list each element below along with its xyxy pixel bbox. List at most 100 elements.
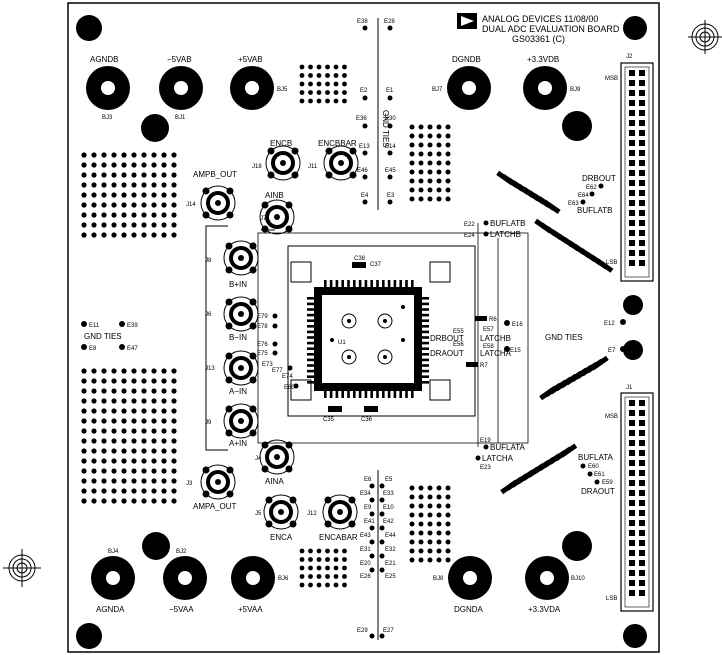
- sma-pin: [280, 160, 286, 166]
- via-dot: [151, 408, 157, 414]
- via-dot: [427, 196, 433, 202]
- via-dot: [445, 494, 451, 500]
- via-dot: [131, 478, 137, 484]
- resistor: [559, 443, 578, 458]
- via-dot: [91, 388, 97, 394]
- adc-pin: [405, 391, 408, 398]
- adc-pin: [376, 391, 379, 398]
- via-dot: [342, 574, 347, 579]
- via-dot: [308, 548, 313, 554]
- jack-ref: BJ6: [278, 576, 289, 582]
- header-pin: [629, 590, 635, 596]
- via-array-bottom-right: [409, 485, 451, 563]
- via-dot: [141, 398, 147, 404]
- via-dot: [445, 187, 451, 193]
- via-dot: [101, 438, 107, 444]
- sma-ref: J8: [205, 258, 212, 264]
- via-dot: [409, 178, 415, 184]
- sma-mount-pin: [249, 242, 257, 250]
- ref-E20: E20: [360, 561, 371, 567]
- header-pin: [629, 510, 635, 516]
- via-dot: [418, 169, 424, 175]
- resistor: [595, 258, 614, 273]
- via-dot: [91, 222, 97, 228]
- via-dot: [299, 565, 305, 571]
- via-dot: [101, 398, 107, 404]
- via-dot: [436, 151, 442, 157]
- via-dot: [141, 478, 147, 484]
- via-dot: [445, 142, 451, 148]
- via-dot: [111, 498, 117, 504]
- ref-E38: E38: [357, 19, 368, 25]
- resistor: [591, 355, 609, 371]
- header-pin: [629, 260, 635, 266]
- adc-pin: [307, 336, 314, 339]
- via-dot: [418, 539, 424, 545]
- via-dot: [171, 388, 177, 394]
- via-dot: [101, 428, 107, 434]
- via-dot: [111, 418, 117, 424]
- via-dot: [427, 142, 433, 148]
- via-dot: [436, 169, 442, 175]
- jack-neg5vaa[interactable]: −5VAA BJ2: [163, 549, 207, 614]
- header-pin: [639, 70, 645, 76]
- j1-label: J1: [626, 385, 633, 391]
- jack-33vda[interactable]: +3.3VDA BJ10: [525, 556, 585, 614]
- via-dot: [445, 485, 451, 491]
- via-dot: [427, 178, 433, 184]
- via-dot: [81, 418, 87, 424]
- via-dot: [409, 485, 415, 491]
- via-dot: [409, 133, 415, 139]
- adc-pin: [422, 308, 429, 311]
- via-dot: [427, 494, 433, 500]
- via-dot: [161, 378, 167, 384]
- header-pin: [639, 510, 645, 516]
- via-dot: [342, 548, 347, 554]
- sma-label: ENCBBAR: [318, 139, 357, 148]
- sma-label: AMPA_OUT: [193, 502, 237, 511]
- jack-dgnda[interactable]: DGNDA BJ8: [433, 556, 492, 614]
- sma-mount-pin: [289, 496, 297, 504]
- jack-pos5vab[interactable]: +5VAB BJ5: [230, 55, 288, 110]
- via-dot: [111, 488, 117, 494]
- sma-mount-pin: [202, 211, 210, 219]
- jack-agnda[interactable]: AGNDA BJ4: [91, 549, 135, 614]
- via-dot: [131, 202, 137, 208]
- jack-33vdb[interactable]: +3.3VDB BJ9: [523, 55, 581, 110]
- sma-pin: [215, 200, 221, 206]
- jack-label: +3.3VDB: [527, 55, 559, 64]
- via-dot: [111, 192, 117, 198]
- sma-mount-pin: [261, 465, 269, 473]
- via-dot: [131, 172, 137, 178]
- via-dot: [171, 408, 177, 414]
- via-dot: [436, 557, 442, 563]
- jack-pos5vaa[interactable]: +5VAA BJ6: [231, 556, 289, 614]
- jack-agndb[interactable]: AGNDB BJ3: [86, 55, 130, 121]
- via-dot: [81, 408, 87, 414]
- ref-E45: E45: [385, 168, 396, 174]
- jack-neg5vab[interactable]: −5VAB BJ1: [159, 55, 203, 121]
- jack-ref: BJ7: [432, 87, 443, 93]
- adc-pin: [307, 347, 314, 350]
- via-dot: [151, 468, 157, 474]
- adc-pin: [307, 341, 314, 345]
- ref-E33: E33: [383, 491, 394, 497]
- via-array-top-mid: [299, 64, 347, 104]
- lsb-bottom-label: LSB: [606, 596, 617, 602]
- sma-mount-pin: [225, 405, 233, 413]
- via-dot: [131, 498, 137, 504]
- jack-dgndb[interactable]: DGNDB BJ7: [432, 55, 491, 110]
